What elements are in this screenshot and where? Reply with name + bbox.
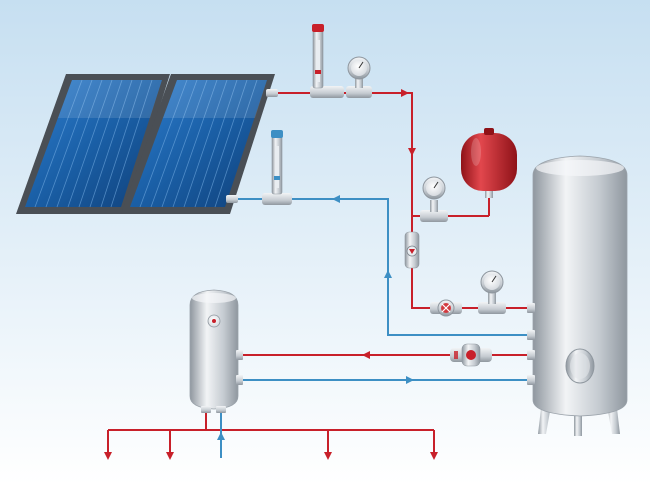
solar-collector-right-icon [121,74,275,214]
solar-collector-left-icon [16,74,170,214]
arrow-cold-up [384,270,392,278]
arrow-hot-right [401,89,409,97]
arrow-hot-left-mid [362,351,370,359]
pressure-gauge-valve-icon [478,270,506,314]
arrow-hot-down [408,148,416,156]
arrow-cold-supply-up [217,432,225,440]
cold-pipe-collector-return [228,198,532,336]
hot-pipe-distribution [107,410,435,458]
arrow-cold-left [332,195,340,203]
boiler-tank-small-icon [189,289,243,413]
expansion-vessel-icon [461,128,517,198]
ball-valve-icon [430,299,462,317]
flow-arrows [104,89,438,460]
arrow-dist-4 [430,452,438,460]
arrow-cold-right [406,376,414,384]
pressure-gauge-vessel-icon [420,176,448,222]
circulation-pump-icon [450,343,492,367]
flow-meter-hot-icon [310,24,344,98]
storage-tank-large-icon [527,155,628,436]
arrow-dist-3 [324,452,332,460]
sight-glass-icon [404,231,420,269]
collector-inlet-fitting [226,195,238,203]
pressure-gauge-top-icon [346,56,372,98]
flow-meter-cold-icon [262,130,292,205]
collector-outlet-fitting [266,89,278,97]
arrow-dist-2 [166,452,174,460]
arrow-dist-1 [104,452,112,460]
